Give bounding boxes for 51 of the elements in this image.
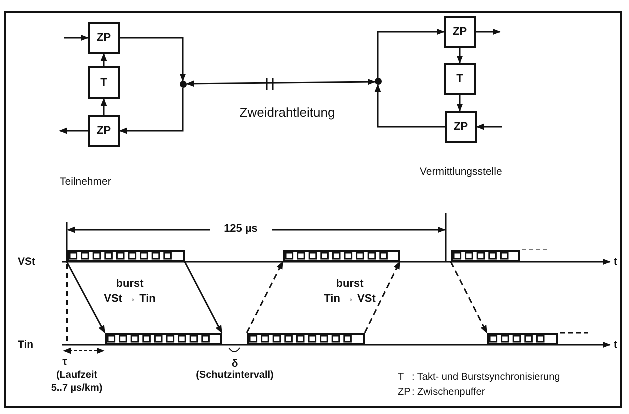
arrow <box>184 262 223 334</box>
symbol-label: δ <box>230 358 240 370</box>
burst-bar <box>283 250 400 262</box>
axis-label: t <box>614 339 618 352</box>
note-text: (Laufzeit 5..7 µs/km) <box>50 369 104 395</box>
arrow <box>100 53 108 66</box>
arrow <box>374 84 445 128</box>
arrow <box>450 262 488 334</box>
legend-key: ZP <box>398 386 411 399</box>
arrow <box>64 34 89 42</box>
axis-label: t <box>614 256 618 269</box>
burst-label: Tin → VSt <box>323 293 377 306</box>
note-text: (Schutzintervall) <box>195 369 275 382</box>
arrow <box>119 88 184 134</box>
block-box: ZP <box>444 16 476 48</box>
axis-label: VSt <box>18 256 36 269</box>
burst-bar <box>487 333 558 345</box>
burst-bar <box>247 333 365 345</box>
burst-bar <box>451 250 520 262</box>
legend-text: : Takt- und Burstsynchronisierung <box>412 371 560 384</box>
junction-dot <box>375 78 382 85</box>
arrow <box>59 128 88 134</box>
arrow <box>66 262 106 334</box>
arrow <box>456 95 464 112</box>
junction-dot <box>180 81 187 88</box>
burst-label: burst <box>335 278 365 291</box>
arrow <box>476 124 502 130</box>
arrow <box>364 261 401 334</box>
arrow <box>456 48 464 64</box>
block-box: ZP <box>88 115 120 147</box>
group-caption: Teilnehmer <box>60 176 112 189</box>
block-box: ZP <box>445 111 477 143</box>
arrow <box>100 98 108 115</box>
arrow <box>377 28 445 78</box>
burst-bar <box>105 333 222 345</box>
arrow <box>476 28 501 36</box>
arrow <box>120 37 186 82</box>
block-box: T <box>88 66 120 99</box>
burst-bar <box>67 250 185 262</box>
symbol-label: τ <box>62 356 68 369</box>
burst-label: burst <box>115 278 145 291</box>
legend-text: : Zwischenpuffer <box>412 386 486 399</box>
arrow <box>186 78 376 88</box>
block-box: ZP <box>88 22 120 54</box>
axis-label: Tin <box>18 339 34 352</box>
block-box: T <box>444 63 476 95</box>
group-caption: Vermittlungsstelle <box>420 166 502 179</box>
dimension-label: 125 µs <box>223 223 259 236</box>
legend-key: T <box>398 371 404 384</box>
burst-label: VSt → Tin <box>103 293 157 306</box>
arrow <box>246 261 284 334</box>
